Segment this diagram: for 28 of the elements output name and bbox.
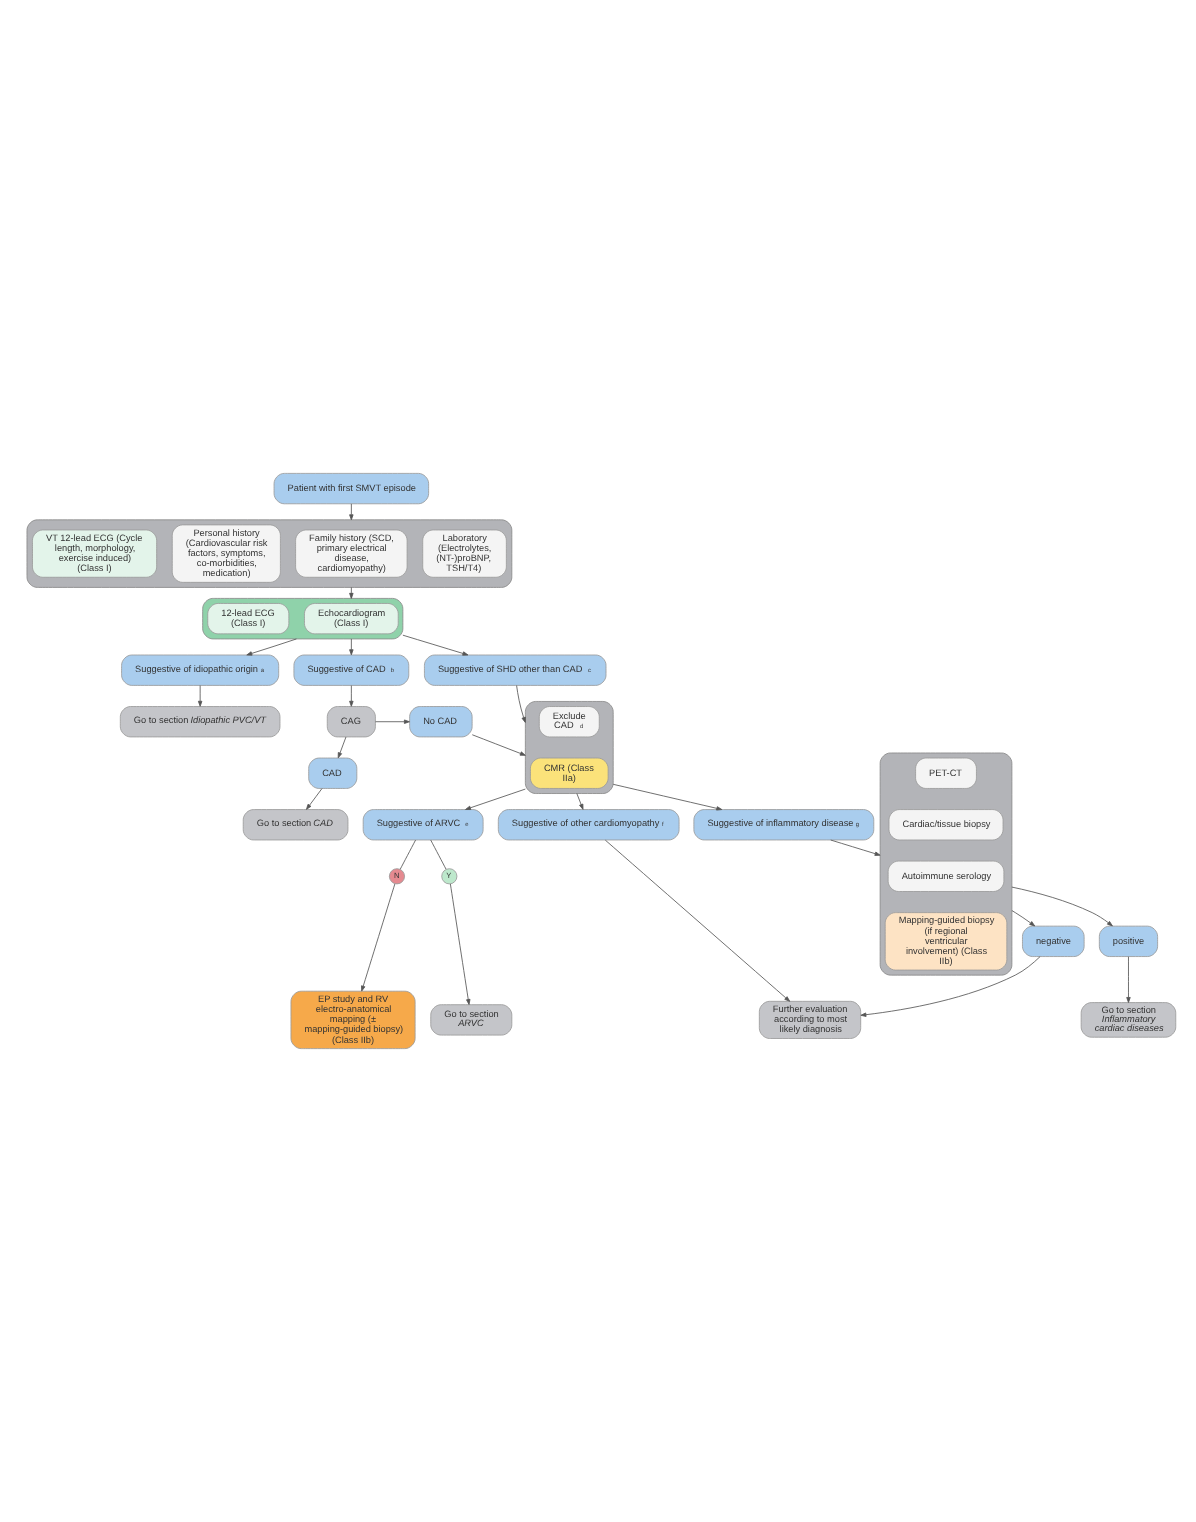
connector [399, 839, 416, 870]
arrow [349, 638, 354, 656]
arrow [830, 839, 881, 856]
arrow [465, 788, 526, 810]
arrow [402, 634, 469, 656]
cluster [524, 701, 614, 794]
arrow [246, 638, 297, 656]
arrow [349, 685, 354, 707]
arrow [349, 503, 354, 521]
arrow [337, 736, 347, 759]
connector [430, 839, 447, 870]
arrow [576, 793, 584, 810]
arrow [375, 719, 410, 724]
cluster [202, 597, 404, 640]
arrow [612, 783, 723, 811]
arrow [1011, 886, 1113, 927]
arrow [471, 734, 526, 756]
arrow [449, 883, 471, 1005]
cluster [879, 752, 1013, 976]
arrow [306, 788, 323, 810]
cluster [26, 519, 513, 588]
arrow [604, 839, 791, 1002]
arrow [1011, 910, 1036, 927]
arrow [197, 685, 203, 707]
arrow [1126, 956, 1131, 1003]
arrow [361, 883, 396, 992]
arrow [516, 685, 526, 723]
arrow [860, 956, 1041, 1017]
